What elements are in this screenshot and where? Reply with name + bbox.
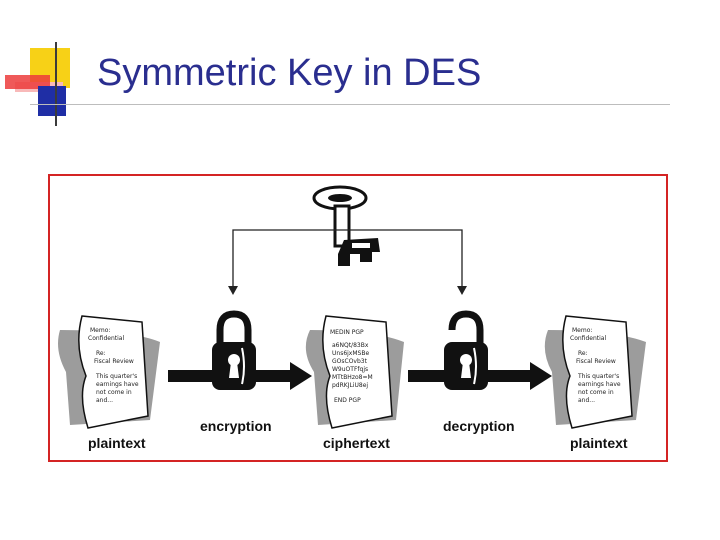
key-distribution-lines	[232, 229, 463, 288]
doc-line: a6NQt/83Bx	[332, 342, 369, 349]
doc-line: and...	[96, 397, 113, 404]
doc-line: END PGP	[334, 397, 361, 404]
doc-line: Re:	[96, 350, 106, 357]
label-ciphertext: ciphertext	[323, 435, 390, 451]
decor-vertical-line	[55, 42, 57, 126]
doc-line: This quarter's	[95, 373, 137, 380]
doc-line: Memo:	[572, 327, 592, 334]
label-decryption: decryption	[443, 418, 515, 434]
key-icon	[312, 185, 380, 266]
doc-line: not come in	[578, 389, 614, 396]
slide-title: Symmetric Key in DES	[97, 52, 482, 94]
doc-line: pdRKJLiU8ej	[332, 382, 368, 389]
doc-line: Confidential	[88, 335, 124, 342]
arrowhead-right	[457, 286, 467, 295]
closed-lock-icon	[211, 310, 257, 391]
doc-line: W9uOTFfqjs	[332, 366, 368, 373]
doc-line: earnings have	[96, 381, 139, 388]
decor-blue-square	[38, 86, 66, 116]
ciphertext-document: MEDIN PGP a6NQt/83Bx Uns6jxMSBe GOsCOvb3…	[305, 315, 404, 429]
doc-line: Fiscal Review	[94, 358, 134, 365]
doc-line: and...	[578, 397, 595, 404]
doc-line: Uns6jxMSBe	[332, 350, 369, 357]
label-encryption: encryption	[200, 418, 272, 434]
doc-line: not come in	[96, 389, 132, 396]
label-plaintext-left: plaintext	[88, 435, 146, 451]
title-underline	[30, 104, 670, 105]
plaintext-document-right: Memo: Confidential Re: Fiscal Review Thi…	[544, 315, 646, 429]
plaintext-document-left: Memo: Confidential Re: Fiscal Review Thi…	[58, 315, 160, 429]
doc-line: Confidential	[570, 335, 606, 342]
doc-line: This quarter's	[577, 373, 619, 380]
arrowhead-left	[228, 286, 238, 295]
label-plaintext-right: plaintext	[570, 435, 628, 451]
doc-line: MEDIN PGP	[330, 329, 364, 336]
doc-line: MTtBHzo8=M	[332, 374, 373, 381]
doc-line: Fiscal Review	[576, 358, 616, 365]
doc-line: Re:	[578, 350, 588, 357]
doc-line: earnings have	[578, 381, 621, 388]
doc-line: GOsCOvb3t	[332, 358, 368, 365]
open-lock-icon	[443, 310, 489, 391]
decor-red-bar	[5, 75, 50, 89]
doc-line: Memo:	[90, 327, 110, 334]
